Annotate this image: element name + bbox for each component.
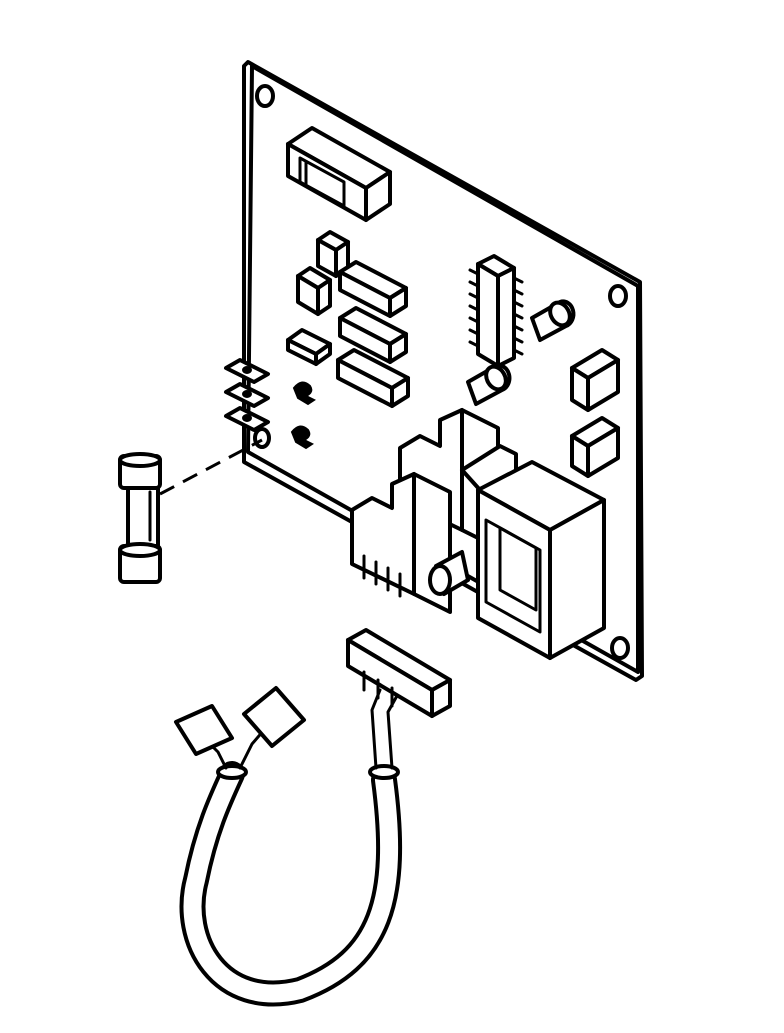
harness-connector <box>242 686 306 748</box>
fuse-insertion-line <box>159 438 263 496</box>
control-board <box>224 60 644 682</box>
cylinder-capacitor <box>428 550 470 596</box>
cylinder-capacitor <box>530 299 576 342</box>
square-component <box>570 348 620 412</box>
terminal-tabs <box>224 358 270 432</box>
mounting-hole <box>255 84 275 108</box>
mounting-hole <box>608 284 628 308</box>
harness-connector <box>174 704 234 756</box>
ic-chip <box>468 254 524 368</box>
harness-connector <box>346 628 452 718</box>
wire-harness <box>174 628 452 1007</box>
transformer <box>476 460 606 660</box>
small-chip <box>286 328 332 366</box>
capacitor <box>296 266 332 316</box>
fuse <box>118 452 162 584</box>
square-component <box>570 416 620 478</box>
ic-pins <box>468 268 524 356</box>
relay <box>286 126 392 222</box>
resistor-block <box>336 348 410 408</box>
mounting-hole <box>253 427 271 449</box>
mounting-hole <box>610 636 630 660</box>
capacitor <box>316 230 350 278</box>
cylinder-capacitor <box>466 363 512 406</box>
resistor-block <box>338 260 408 318</box>
fuse-clip <box>290 381 316 450</box>
resistor-block <box>338 306 408 364</box>
